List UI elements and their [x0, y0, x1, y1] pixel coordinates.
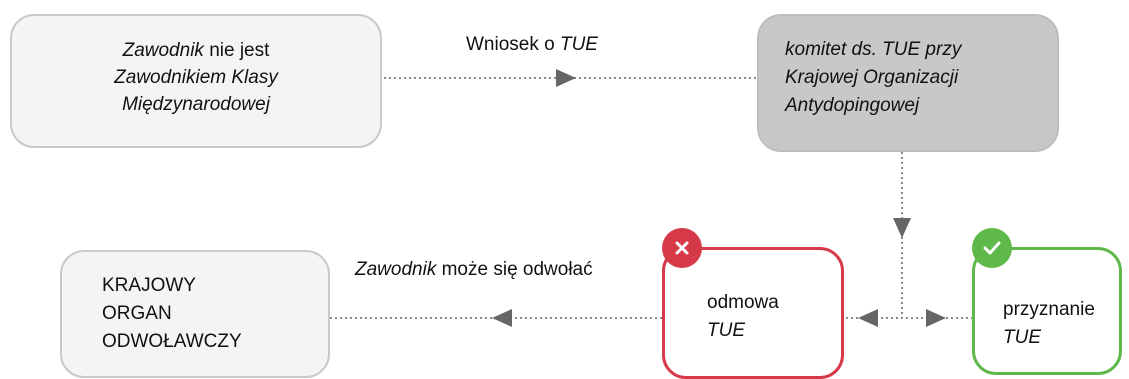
grant-box: przyznanie TUE	[972, 247, 1122, 375]
denial-line-2: TUE	[707, 320, 745, 341]
committee-line-2: Krajowej Organizacji	[785, 67, 959, 88]
grant-line-2: TUE	[1003, 327, 1041, 348]
close-icon-glyph	[675, 241, 689, 255]
denial-box: odmowa TUE	[662, 247, 844, 379]
athlete-line-2: Zawodnikiem Klasy	[114, 67, 278, 88]
committee-box: komitet ds. TUE przy Krajowej Organizacj…	[757, 14, 1059, 152]
appeal-line-1: KRAJOWY	[102, 275, 196, 296]
committee-line-3: Antydopingowej	[785, 95, 920, 116]
athlete-box: Zawodnik nie jest Zawodnikiem Klasy Międ…	[10, 14, 382, 148]
appeal-line-2: ORGAN	[102, 303, 172, 324]
appeal-body-box: KRAJOWY ORGAN ODWOŁAWCZY	[60, 250, 330, 378]
appeal-line-3: ODWOŁAWCZY	[102, 331, 242, 352]
arrowhead-right-grant	[926, 309, 946, 327]
athlete-line-3: Międzynarodowej	[122, 94, 270, 115]
arrowhead-right-request	[556, 69, 576, 87]
denial-line-1: odmowa	[707, 292, 779, 313]
close-icon	[662, 228, 702, 268]
check-icon-glyph	[983, 241, 1001, 255]
arrowhead-left-appeal	[492, 309, 512, 327]
arrowhead-left-denial	[858, 309, 878, 327]
request-label: Wniosek o TUE	[466, 34, 598, 55]
athlete-line-1: Zawodnik nie jest	[122, 40, 270, 61]
arrowhead-down	[893, 218, 911, 238]
committee-line-1: komitet ds. TUE przy	[785, 39, 962, 60]
appeal-label: Zawodnik może się odwołać	[355, 259, 593, 280]
check-icon	[972, 228, 1012, 268]
grant-line-1: przyznanie	[1003, 299, 1095, 320]
